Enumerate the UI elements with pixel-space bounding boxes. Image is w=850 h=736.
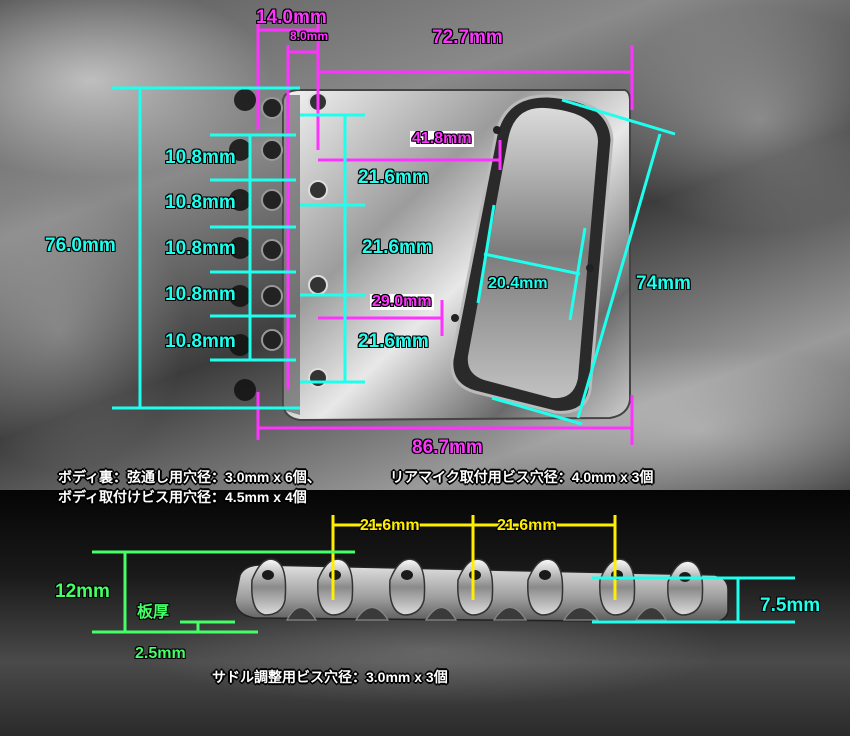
cyan-side-dimension-lines: [592, 576, 795, 624]
dim-string-spacing-4: 10.8mm: [165, 284, 236, 305]
pickup-screw-hole: [586, 264, 594, 272]
bridge-plate-top-view: [229, 89, 631, 422]
dim-side-height: 7.5mm: [760, 595, 821, 616]
dim-pickup-length: 74mm: [636, 273, 691, 294]
dim-string-spacing-2: 10.8mm: [165, 192, 236, 213]
pickup-screw-hole: [493, 126, 501, 134]
string-through-holes: [261, 97, 283, 351]
note-pickup-screw-holes: リアマイク取付用ビス穴径：4.0mm x 3個: [390, 469, 654, 485]
dim-pickup-offset: 41.8mm: [410, 130, 474, 147]
dim-string-spacing-5: 10.8mm: [165, 331, 236, 352]
dim-screw-spacing-3: 21.6mm: [358, 331, 429, 352]
dim-height: 76.0mm: [45, 235, 116, 256]
green-dimension-lines: [92, 550, 355, 634]
pickup-screw-hole: [451, 314, 459, 322]
dim-pickup-offset-2: 29.0mm: [370, 293, 434, 310]
note-body-back-holes: ボディ裏：弦通し用穴径：3.0mm x 6個、: [58, 469, 321, 485]
dim-string-spacing-1: 10.8mm: [165, 147, 236, 168]
dim-saddle-screw-spacing-2: 21.6mm: [497, 517, 557, 534]
cyan-dimension-lines: [112, 86, 676, 426]
dim-saddle-spacing: 14.0mm: [256, 7, 327, 28]
dim-saddle-screw-spacing-1: 21.6mm: [360, 517, 420, 534]
dim-screw-spacing-2: 21.6mm: [362, 237, 433, 258]
note-saddle-screw-holes: サドル調整用ビス穴径：3.0mm x 3個: [212, 669, 448, 685]
magenta-dimension-lines: [256, 18, 634, 445]
dim-pickup-width: 20.4mm: [488, 275, 548, 292]
dim-plate-width-bottom: 86.7mm: [412, 437, 483, 458]
dim-screw-spacing-1: 21.6mm: [358, 167, 429, 188]
dim-string-spacing-3: 10.8mm: [165, 238, 236, 259]
dim-thickness: 2.5mm: [135, 645, 186, 662]
yellow-dimension-lines: [331, 515, 617, 600]
note-body-mount-screw-holes: ボディ取付けビス用穴径：4.5mm x 4個: [58, 489, 307, 505]
dim-total-height: 12mm: [55, 581, 110, 602]
bridge-plate-side-view: [234, 558, 729, 623]
dim-plate-width-top: 72.7mm: [432, 27, 503, 48]
thickness-label: 板厚: [137, 604, 170, 621]
dim-string-hole-offset: 8.0mm: [290, 29, 329, 43]
